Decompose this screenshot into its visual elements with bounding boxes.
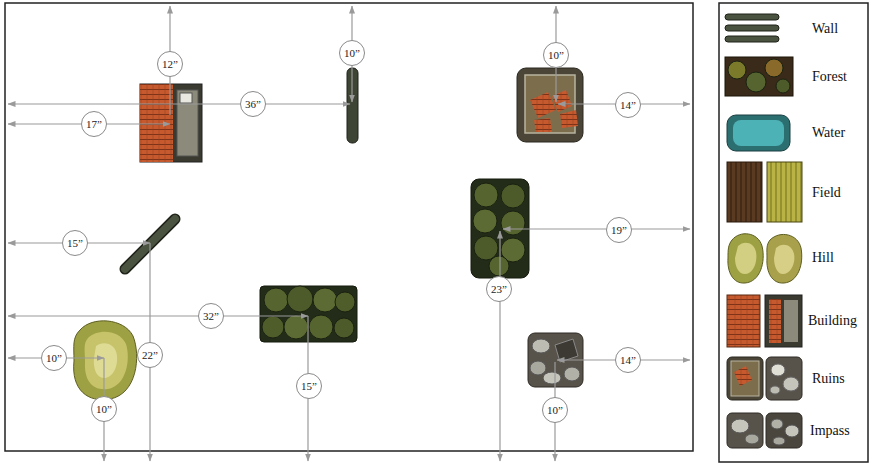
dimension-callout: 10” xyxy=(91,396,117,422)
dimension-callout: 15” xyxy=(62,230,88,256)
dimension-callout: 36” xyxy=(240,91,266,117)
legend-label: Hill xyxy=(812,250,834,266)
building-terrain xyxy=(140,84,202,162)
dimension-callout: 23” xyxy=(486,276,512,302)
dimension-callout: 19” xyxy=(606,217,632,243)
dimension-callout: 14” xyxy=(615,347,641,373)
dimension-callout: 32” xyxy=(198,303,224,329)
table-border xyxy=(5,3,693,451)
ruins-terrain xyxy=(517,68,583,142)
legend-border xyxy=(719,3,868,462)
legend-label: Forest xyxy=(812,69,847,85)
legend-label: Ruins xyxy=(812,371,845,387)
dimension-callout: 15” xyxy=(296,373,322,399)
legend-label: Water xyxy=(812,125,845,141)
legend-label: Impass xyxy=(810,423,850,439)
legend-label: Building xyxy=(808,313,857,329)
dimension-callout: 12” xyxy=(157,51,183,77)
dimension-callout: 22” xyxy=(137,342,163,368)
dimension-callout: 10” xyxy=(41,345,67,371)
legend-samples xyxy=(725,14,802,448)
legend-label: Field xyxy=(812,185,841,201)
dimension-callout: 14” xyxy=(615,92,641,118)
dimension-callout: 10” xyxy=(542,397,568,423)
dimension-callout: 17” xyxy=(81,111,107,137)
hill-terrain xyxy=(74,321,137,400)
measure-arrows xyxy=(8,6,690,461)
dimension-callout: 10” xyxy=(543,42,569,68)
legend-label: Wall xyxy=(812,21,838,37)
dimension-callout: 10” xyxy=(339,40,365,66)
